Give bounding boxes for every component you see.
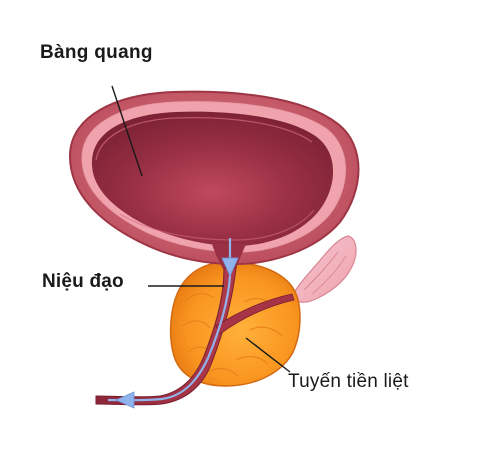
leader-line-bladder — [111, 85, 143, 177]
flow-arrow-icon — [221, 257, 239, 277]
label-prostate: Tuyến tiền liệt — [288, 371, 409, 392]
flow-arrow-icon — [115, 391, 135, 409]
label-urethra: Niệu đạo — [42, 271, 124, 292]
ejaculatory-duct — [215, 293, 295, 335]
leader-line-prostate — [245, 337, 291, 373]
bladder-lumen — [91, 111, 334, 247]
label-bladder: Bàng quang — [40, 42, 153, 63]
